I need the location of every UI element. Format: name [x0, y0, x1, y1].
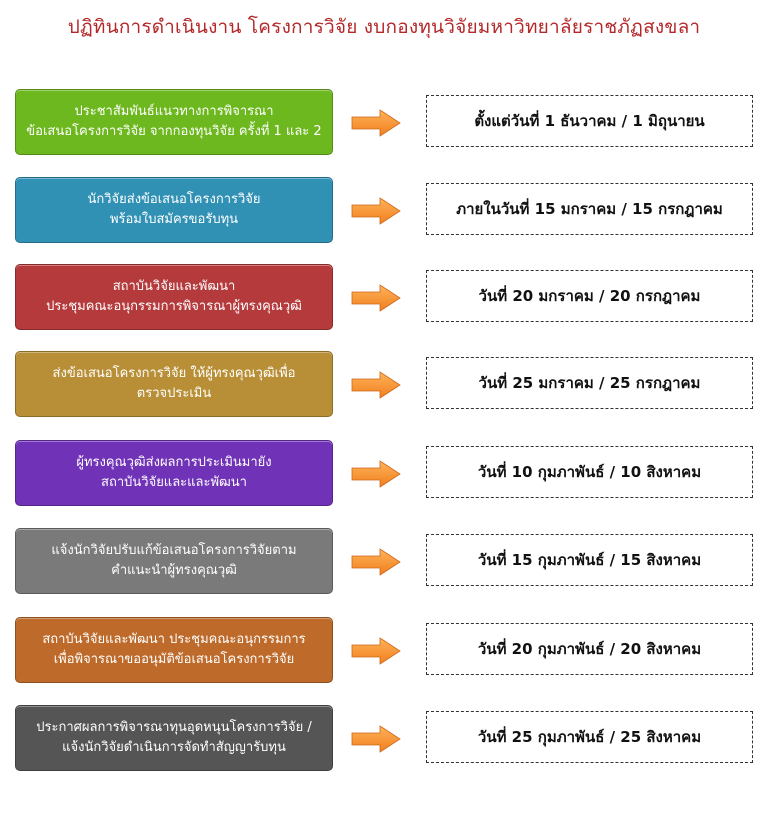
step-text-line1: สถาบันวิจัยและพัฒนา: [112, 279, 236, 294]
date-box: วันที่ 25 กุมภาพันธ์ / 25 สิงหาคม: [426, 711, 753, 763]
right-arrow-icon: [351, 109, 401, 137]
page-title: ปฏิทินการดำเนินงาน โครงการวิจัย งบกองทุน…: [67, 16, 701, 38]
step-row: ประชาสัมพันธ์แนวทางการพิจารณาข้อเสนอโครง…: [0, 89, 768, 157]
step-text-line2: เพื่อพิจารณาขออนุมัติข้อเสนอโครงการวิจัย: [53, 652, 295, 667]
step-text-line1: สถาบันวิจัยและพัฒนา ประชุมคณะอนุกรรมการ: [42, 632, 306, 647]
step-box: แจ้งนักวิจัยปรับแก้ข้อเสนอโครงการวิจัยตา…: [15, 528, 333, 594]
step-text-line2: แจ้งนักวิจัยดำเนินการจัดทำสัญญารับทุน: [62, 740, 286, 755]
right-arrow-icon: [351, 637, 401, 665]
right-arrow-icon: [351, 725, 401, 753]
date-box: วันที่ 20 กุมภาพันธ์ / 20 สิงหาคม: [426, 623, 753, 675]
step-box: นักวิจัยส่งข้อเสนอโครงการวิจัยพร้อมใบสมั…: [15, 177, 333, 243]
step-text-line1: แจ้งนักวิจัยปรับแก้ข้อเสนอโครงการวิจัยตา…: [51, 543, 297, 558]
date-box: วันที่ 10 กุมภาพันธ์ / 10 สิงหาคม: [426, 446, 753, 498]
step-row: ส่งข้อเสนอโครงการวิจัย ให้ผู้ทรงคุณวุฒิเ…: [0, 351, 768, 419]
step-row: ผู้ทรงคุณวุฒิส่งผลการประเมินมายังสถาบันว…: [0, 440, 768, 508]
step-text-line1: ประกาศผลการพิจารณาทุนอุดหนุนโครงการวิจัย…: [36, 720, 312, 735]
right-arrow-icon: [351, 371, 401, 399]
date-box: วันที่ 20 มกราคม / 20 กรกฎาคม: [426, 270, 753, 322]
right-arrow-icon: [351, 284, 401, 312]
step-box: สถาบันวิจัยและพัฒนาประชุมคณะอนุกรรมการพิ…: [15, 264, 333, 330]
step-text-line2: ประชุมคณะอนุกรรมการพิจารณาผู้ทรงคุณวุฒิ: [46, 299, 302, 314]
right-arrow-icon: [351, 197, 401, 225]
step-text-line1: นักวิจัยส่งข้อเสนอโครงการวิจัย: [87, 192, 261, 207]
step-box: ประกาศผลการพิจารณาทุนอุดหนุนโครงการวิจัย…: [15, 705, 333, 771]
step-text-line2: คำแนะนำผู้ทรงคุณวุฒิ: [111, 563, 237, 578]
step-row: สถาบันวิจัยและพัฒนาประชุมคณะอนุกรรมการพิ…: [0, 264, 768, 332]
step-text-line2: ข้อเสนอโครงการวิจัย จากกองทุนวิจัย ครั้ง…: [26, 124, 322, 139]
right-arrow-icon: [351, 460, 401, 488]
step-box: สถาบันวิจัยและพัฒนา ประชุมคณะอนุกรรมการเ…: [15, 617, 333, 683]
step-row: นักวิจัยส่งข้อเสนอโครงการวิจัยพร้อมใบสมั…: [0, 177, 768, 245]
date-box: วันที่ 15 กุมภาพันธ์ / 15 สิงหาคม: [426, 534, 753, 586]
date-box: วันที่ 25 มกราคม / 25 กรกฎาคม: [426, 357, 753, 409]
step-text-line2: ตรวจประเมิน: [136, 386, 212, 401]
step-text-line2: สถาบันวิจัยและและพัฒนา: [101, 475, 247, 490]
step-box: ประชาสัมพันธ์แนวทางการพิจารณาข้อเสนอโครง…: [15, 89, 333, 155]
right-arrow-icon: [351, 548, 401, 576]
date-box: ตั้งแต่วันที่ 1 ธันวาคม / 1 มิถุนายน: [426, 95, 753, 147]
date-box: ภายในวันที่ 15 มกราคม / 15 กรกฎาคม: [426, 183, 753, 235]
step-row: ประกาศผลการพิจารณาทุนอุดหนุนโครงการวิจัย…: [0, 705, 768, 773]
step-row: สถาบันวิจัยและพัฒนา ประชุมคณะอนุกรรมการเ…: [0, 617, 768, 685]
step-text-line2: พร้อมใบสมัครขอรับทุน: [109, 212, 239, 227]
step-row: แจ้งนักวิจัยปรับแก้ข้อเสนอโครงการวิจัยตา…: [0, 528, 768, 596]
step-text-line1: ผู้ทรงคุณวุฒิส่งผลการประเมินมายัง: [76, 455, 272, 470]
step-text-line1: ประชาสัมพันธ์แนวทางการพิจารณา: [74, 104, 274, 119]
step-box: ส่งข้อเสนอโครงการวิจัย ให้ผู้ทรงคุณวุฒิเ…: [15, 351, 333, 417]
step-text-line1: ส่งข้อเสนอโครงการวิจัย ให้ผู้ทรงคุณวุฒิเ…: [52, 366, 296, 381]
step-box: ผู้ทรงคุณวุฒิส่งผลการประเมินมายังสถาบันว…: [15, 440, 333, 506]
